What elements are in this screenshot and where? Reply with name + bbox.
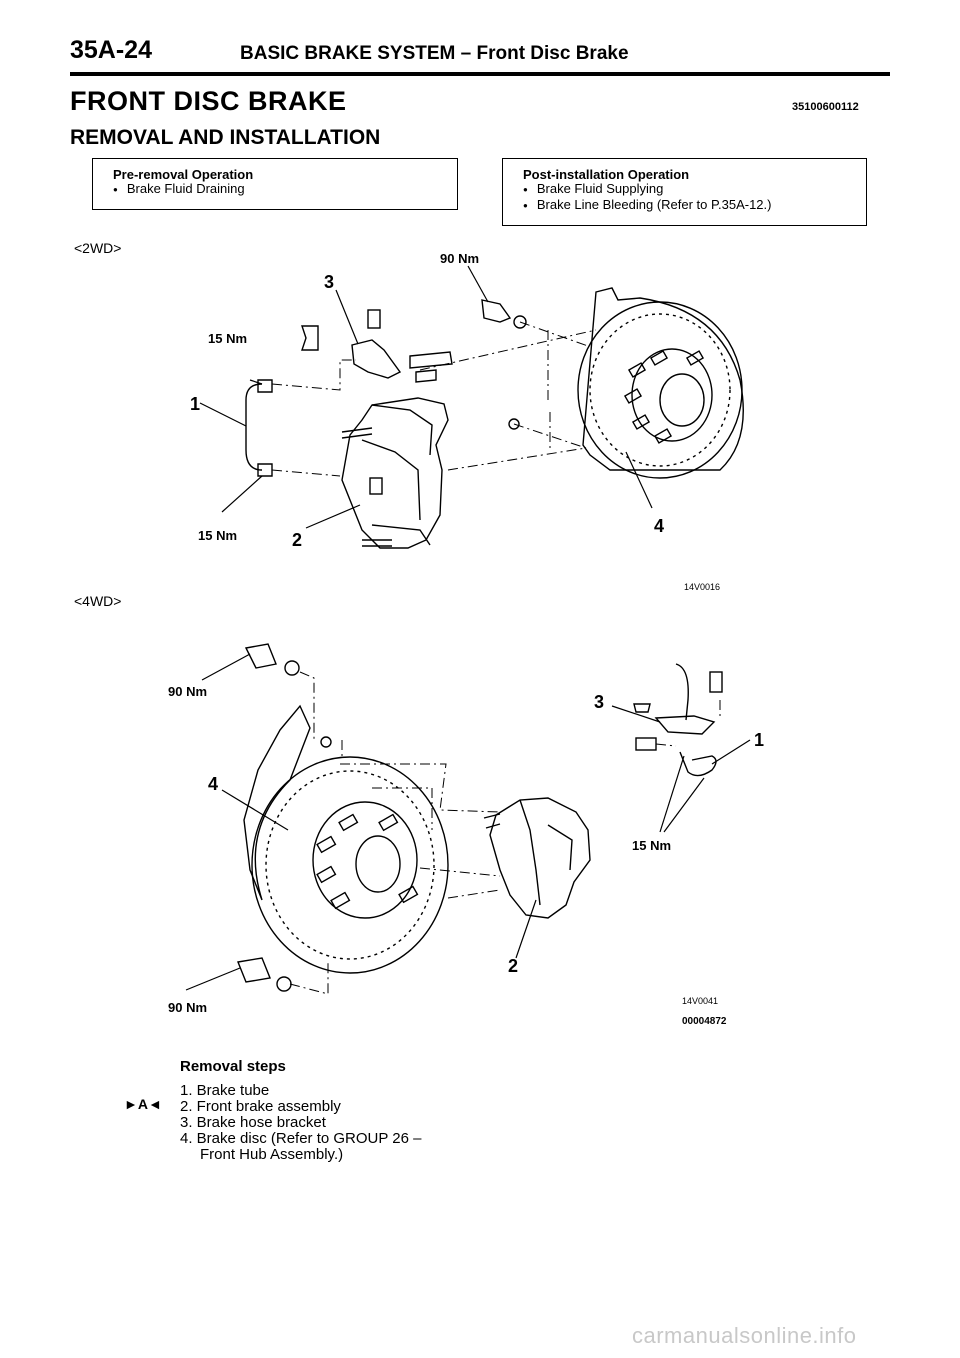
post-installation-box: Post-installation Operation Brake Fluid … bbox=[502, 158, 867, 226]
brake-hose bbox=[675, 663, 689, 721]
guide-pin-upper bbox=[341, 427, 373, 439]
torque-label-4wd-90nm-top: 90 Nm bbox=[168, 684, 207, 699]
nut bbox=[320, 736, 332, 748]
removal-step: 1. Brake tube bbox=[180, 1082, 270, 1099]
caliper-assembly bbox=[341, 397, 449, 549]
pre-removal-item: Brake Fluid Draining bbox=[113, 182, 447, 198]
guide-pin-lower bbox=[362, 539, 392, 547]
washer-lower bbox=[276, 976, 292, 992]
caliper-window bbox=[369, 477, 383, 495]
bracket-bolt bbox=[367, 309, 381, 329]
tube-flare-nuts bbox=[257, 379, 273, 477]
assembly-lines-4wd bbox=[289, 671, 721, 995]
caliper-mounting-bolt-upper bbox=[244, 643, 277, 669]
guide-pin-upper bbox=[483, 813, 501, 829]
section-name: BASIC BRAKE SYSTEM bbox=[240, 43, 456, 64]
variant-label-4wd: <4WD> bbox=[74, 593, 122, 609]
hub-flange bbox=[312, 801, 418, 919]
brake-disc bbox=[251, 756, 449, 974]
diagram-2wd bbox=[199, 265, 744, 549]
hose-bracket bbox=[654, 715, 716, 735]
callout-4wd-2: 2 bbox=[508, 956, 518, 976]
diagram-4wd bbox=[185, 643, 751, 995]
hub-cap bbox=[355, 835, 401, 893]
brake-disc bbox=[577, 301, 743, 479]
disc-inner-ring bbox=[265, 770, 435, 960]
variant-label-2wd: <2WD> bbox=[74, 240, 122, 256]
hub-flange bbox=[631, 348, 713, 442]
disc-inner-ring bbox=[589, 313, 731, 467]
removal-steps-title: Removal steps bbox=[180, 1058, 286, 1075]
section-header: BASIC BRAKE SYSTEM – Front Disc Brake bbox=[240, 43, 629, 65]
retaining-clip bbox=[633, 703, 651, 713]
dust-shield bbox=[243, 704, 311, 901]
washer-upper bbox=[284, 660, 300, 676]
callout-2wd-2: 2 bbox=[292, 530, 302, 550]
leader-lines-2wd bbox=[199, 265, 653, 529]
caliper-assembly bbox=[489, 797, 591, 919]
removal-steps: Removal steps 1. Brake tube 2. Front bra… bbox=[180, 1059, 422, 1163]
section-separator: – bbox=[455, 43, 477, 64]
page-subtitle: REMOVAL AND INSTALLATION bbox=[70, 126, 381, 149]
caliper-mounting-bolt bbox=[481, 299, 512, 323]
removal-step: 4. Brake disc (Refer to GROUP 26 – bbox=[180, 1130, 422, 1147]
retaining-clip bbox=[301, 325, 319, 351]
brake-tube bbox=[679, 751, 717, 777]
callout-4wd-1: 1 bbox=[754, 730, 764, 750]
post-installation-item: Brake Line Bleeding (Refer to P.35A-12.) bbox=[523, 198, 856, 214]
page-title: FRONT DISC BRAKE bbox=[70, 86, 347, 116]
sheet-code-4wd: 00004872 bbox=[682, 1016, 727, 1027]
bracket-bolt bbox=[709, 671, 723, 693]
torque-label-4wd-90nm-bottom: 90 Nm bbox=[168, 1000, 207, 1015]
hose-bolt bbox=[635, 737, 657, 751]
assembly-lines-2wd bbox=[271, 321, 597, 477]
service-point-marker: ►A◄ bbox=[124, 1096, 162, 1112]
callout-2wd-4: 4 bbox=[654, 516, 664, 536]
wheel-studs bbox=[623, 350, 705, 444]
page-number: 35A-24 bbox=[70, 36, 152, 64]
hub-cap bbox=[659, 373, 705, 427]
dust-shield bbox=[582, 287, 744, 471]
torque-label-2wd-90nm: 90 Nm bbox=[440, 251, 479, 266]
washer bbox=[513, 315, 527, 329]
removal-step-continuation: Front Hub Assembly.) bbox=[200, 1146, 344, 1163]
leader-lines-4wd bbox=[185, 653, 751, 991]
pre-removal-heading: Pre-removal Operation bbox=[113, 167, 254, 182]
nut bbox=[508, 418, 520, 430]
pre-removal-box: Pre-removal Operation Brake Fluid Draini… bbox=[92, 158, 458, 210]
callout-2wd-3: 3 bbox=[324, 272, 334, 292]
figure-code-2wd: 14V0016 bbox=[684, 582, 720, 592]
post-installation-item: Brake Fluid Supplying bbox=[523, 182, 856, 198]
header-rule bbox=[70, 72, 890, 76]
brake-hose-fitting bbox=[409, 351, 453, 369]
torque-label-2wd-15nm-top: 15 Nm bbox=[208, 331, 247, 346]
removal-step: 2. Front brake assembly bbox=[180, 1098, 341, 1115]
section-subname: Front Disc Brake bbox=[476, 43, 629, 64]
figure-code-4wd: 14V0041 bbox=[682, 996, 718, 1006]
callout-2wd-1: 1 bbox=[190, 394, 200, 414]
post-installation-heading: Post-installation Operation bbox=[523, 167, 690, 182]
hose-bracket bbox=[351, 339, 402, 379]
torque-label-2wd-15nm-bottom: 15 Nm bbox=[198, 528, 237, 543]
wheel-studs bbox=[316, 813, 419, 910]
torque-label-4wd-15nm: 15 Nm bbox=[632, 838, 671, 853]
document-code: 35100600112 bbox=[792, 101, 859, 113]
brake-tube bbox=[245, 383, 263, 471]
removal-step: 3. Brake hose bracket bbox=[180, 1114, 326, 1131]
callout-4wd-3: 3 bbox=[594, 692, 604, 712]
watermark: carmanualsonline.info bbox=[632, 1323, 857, 1348]
caliper-mounting-bolt-lower bbox=[237, 957, 271, 983]
exploded-view-diagrams: 90 Nm 15 Nm 15 Nm 1 2 3 4 14V0016 90 Nm … bbox=[168, 251, 764, 1027]
callout-4wd-4: 4 bbox=[208, 774, 218, 794]
